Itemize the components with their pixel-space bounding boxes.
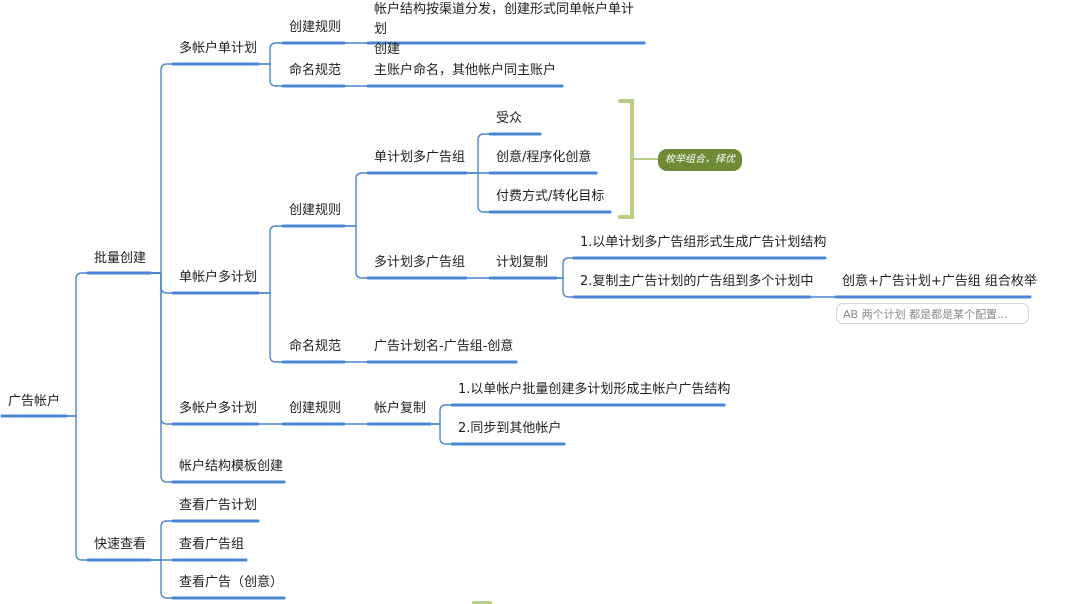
node-mamp-creation-rule[interactable]: 创建规则	[289, 401, 342, 416]
link-samp-rule-child-1	[343, 225, 369, 279]
node-payment-conversion[interactable]: 付费方式/转化目标	[496, 189, 605, 204]
node-masp-naming-detail[interactable]: 主账户命名，其他帐户同主账户	[374, 63, 557, 78]
node-view-ad-group[interactable]: 查看广告组	[179, 537, 245, 552]
node-samp-naming-detail[interactable]: 广告计划名-广告组-创意	[374, 339, 514, 354]
link-plan-copy-child-1	[555, 277, 575, 298]
node-multi-account-multi-plan[interactable]: 多帐户多计划	[179, 401, 258, 416]
node-account-copy-option-2[interactable]: 2.同步到其他帐户	[458, 421, 562, 436]
link-masp-child-1	[257, 63, 284, 87]
node-samp-creation-rule[interactable]: 创建规则	[289, 203, 342, 218]
node-account-template-create[interactable]: 帐户结构模板创建	[179, 459, 284, 474]
node-single-plan-multi-adgroup[interactable]: 单计划多广告组	[374, 150, 466, 165]
summary-bracket	[618, 99, 634, 219]
node-plan-copy-option-1[interactable]: 1.以单计划多广告组形式生成广告计划结构	[580, 235, 827, 250]
link-batch-child-3	[149, 272, 174, 483]
node-audience[interactable]: 受众	[496, 111, 523, 126]
node-batch-create[interactable]: 批量创建	[94, 251, 147, 266]
detail-line-1: 帐户结构按渠道分发，创建形式同单帐户单计划	[374, 2, 635, 37]
link-plan-copy-child-0	[555, 257, 575, 279]
link-account-copy-child-0	[429, 404, 453, 425]
link-batch-child-0	[149, 63, 174, 274]
link-quick-child-2	[149, 559, 174, 599]
node-masp-creation-rule[interactable]: 创建规则	[289, 20, 342, 35]
link-masp-child-0	[257, 42, 284, 65]
link-samp-rule-child-0	[343, 172, 369, 227]
link-spma-child-2	[465, 172, 491, 213]
link-quick-child-0	[149, 520, 174, 561]
node-account-copy[interactable]: 帐户复制	[374, 401, 427, 416]
detail-line-2: 创建	[374, 42, 401, 57]
link-account-copy-child-1	[429, 423, 453, 445]
node-view-ad-creative[interactable]: 查看广告（创意）	[179, 575, 284, 590]
node-multi-plan-multi-adgroup[interactable]: 多计划多广告组	[374, 255, 466, 270]
node-masp-creation-detail[interactable]: 帐户结构按渠道分发，创建形式同单帐户单计划 创建	[372, 0, 648, 60]
link-samp-child-1	[257, 292, 284, 363]
link-root-quick	[65, 415, 89, 561]
node-account-copy-option-1[interactable]: 1.以单帐户批量创建多计划形成主帐户广告结构	[458, 382, 731, 397]
node-multi-account-single-plan[interactable]: 多帐户单计划	[179, 41, 258, 56]
node-creative-programmatic[interactable]: 创意/程序化创意	[496, 150, 592, 165]
node-quick-view[interactable]: 快速查看	[94, 537, 147, 552]
link-spma-child-0	[465, 133, 491, 174]
node-samp-naming-rule[interactable]: 命名规范	[289, 339, 342, 354]
summary-callout[interactable]: 枚举组合，择优	[658, 149, 742, 171]
link-root-batch	[65, 272, 89, 417]
node-plan-copy-option-2[interactable]: 2.复制主广告计划的广告组到多个计划中	[580, 274, 814, 289]
node-ad-account[interactable]: 广告帐户	[8, 394, 61, 409]
node-plan-copy[interactable]: 计划复制	[496, 255, 549, 270]
node-combo-enum[interactable]: 创意+广告计划+广告组 组合枚举	[842, 274, 1037, 289]
node-single-account-multi-plan[interactable]: 单帐户多计划	[179, 270, 258, 285]
node-view-ad-plan[interactable]: 查看广告计划	[179, 498, 258, 513]
node-note[interactable]: AB 两个计划 都是都是某个配置...	[836, 303, 1029, 324]
link-samp-child-0	[257, 225, 284, 294]
node-masp-naming-rule[interactable]: 命名规范	[289, 63, 342, 78]
